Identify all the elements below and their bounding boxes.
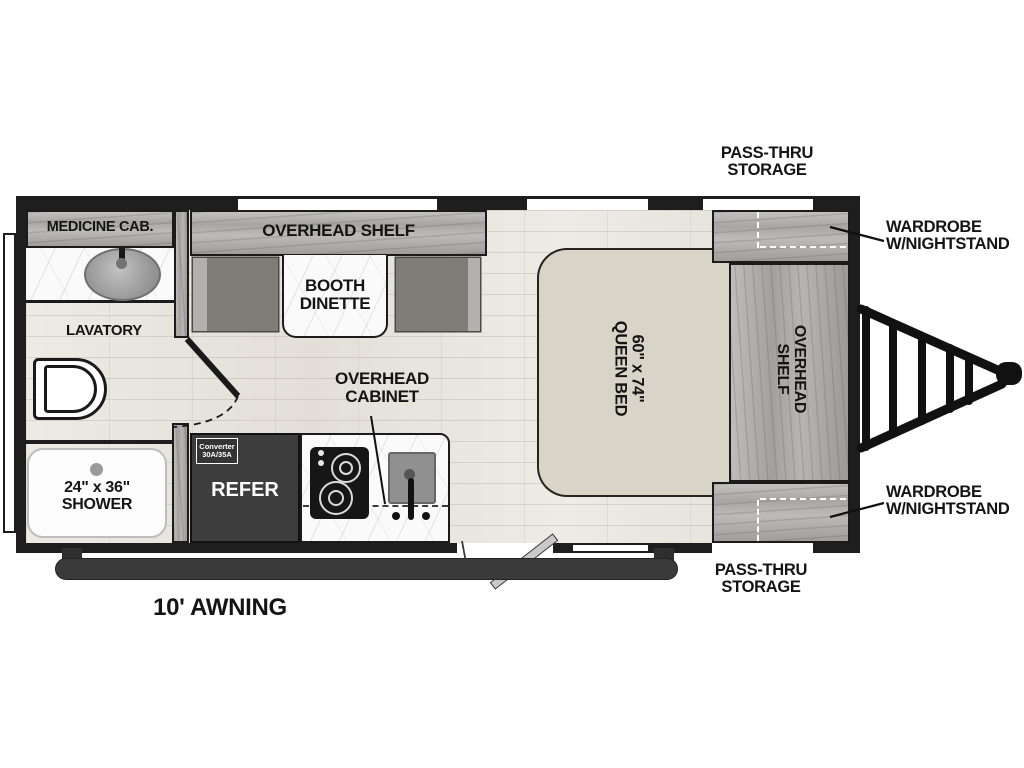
shower-drain <box>90 463 103 476</box>
bed-overhead-shelf <box>729 263 850 482</box>
kitchen-divider-wall <box>172 423 189 543</box>
wardrobe-top-dash-v <box>757 212 759 248</box>
bath-door <box>173 336 241 428</box>
queen-bed <box>537 248 733 497</box>
entry-door-hinge <box>461 540 468 569</box>
cooktop-burner-front-inner <box>339 461 353 475</box>
overhead-cabinet-label: OVERHEAD CABINET <box>335 369 429 407</box>
window-bottom-bed <box>573 545 648 551</box>
bath-faucet-dot <box>116 258 127 269</box>
hitch-coupler <box>996 362 1022 385</box>
toilet-seat <box>44 365 97 413</box>
wardrobe-bottom-dash-h <box>760 498 846 500</box>
medicine-cabinet <box>26 210 174 248</box>
window-top-bed <box>527 199 648 210</box>
shower-label: 24" x 36" SHOWER <box>61 479 133 513</box>
wardrobe-nightstand-top <box>712 210 850 263</box>
lavatory-label: LAVATORY <box>66 322 142 339</box>
converter-badge: Converter 30A/35A <box>196 438 238 464</box>
wardrobe-top-pointer <box>829 225 885 243</box>
counter-flip-up-dashed-line <box>303 505 448 507</box>
cooktop-knob-2 <box>318 460 324 466</box>
overhead-cabinet-pointer <box>370 415 386 505</box>
cooktop-burner-rear <box>319 481 353 515</box>
dinette-bench-right <box>396 258 480 331</box>
cooktop-burner-rear-inner <box>328 490 344 506</box>
bath-partition-wall <box>174 210 189 338</box>
hitch-tongue <box>856 304 1007 453</box>
bath-faucet-stem <box>119 246 125 259</box>
kitchen-faucet-dot-left <box>392 512 400 520</box>
wardrobe-nightstand-bottom <box>712 482 850 543</box>
entry-doorway <box>457 543 553 553</box>
kitchen-sink-drain <box>404 469 415 480</box>
dinette-overhead-shelf <box>190 210 487 256</box>
window-top-dinette <box>238 199 437 210</box>
dinette-table <box>282 255 388 338</box>
awning-rail <box>55 558 678 580</box>
passthru-access-bottom <box>712 543 813 553</box>
wardrobe-bottom-dash-v <box>757 500 759 541</box>
cooktop-burner-front <box>331 453 361 483</box>
shower-divider-wall <box>16 440 172 444</box>
wardrobe-top-dash-h <box>760 246 846 248</box>
wardrobe-top-label: WARDROBE W/NIGHTSTAND <box>886 218 1010 254</box>
kitchen-faucet-dot-right <box>422 512 430 520</box>
wardrobe-bottom-label: WARDROBE W/NIGHTSTAND <box>886 483 1010 519</box>
dinette-label: BOOTH DINETTE <box>299 276 371 314</box>
pass-thru-bottom-label: PASS-THRU STORAGE <box>714 561 808 597</box>
awning-label: 10' AWNING <box>153 594 287 621</box>
converter-label: Converter 30A/35A <box>199 442 235 459</box>
rear-bumper <box>3 233 16 533</box>
wardrobe-bottom-pointer <box>829 501 885 519</box>
dinette-overhead-shelf-label: OVERHEAD SHELF <box>262 221 415 240</box>
cooktop-knob-1 <box>318 450 324 456</box>
medicine-cabinet-label: MEDICINE CAB. <box>46 219 154 235</box>
pass-thru-top-label: PASS-THRU STORAGE <box>720 144 814 180</box>
kitchen-faucet-bar <box>408 478 414 520</box>
dinette-bench-left <box>193 258 278 331</box>
passthru-access-top <box>703 199 813 210</box>
refer-label: REFER <box>211 479 279 501</box>
